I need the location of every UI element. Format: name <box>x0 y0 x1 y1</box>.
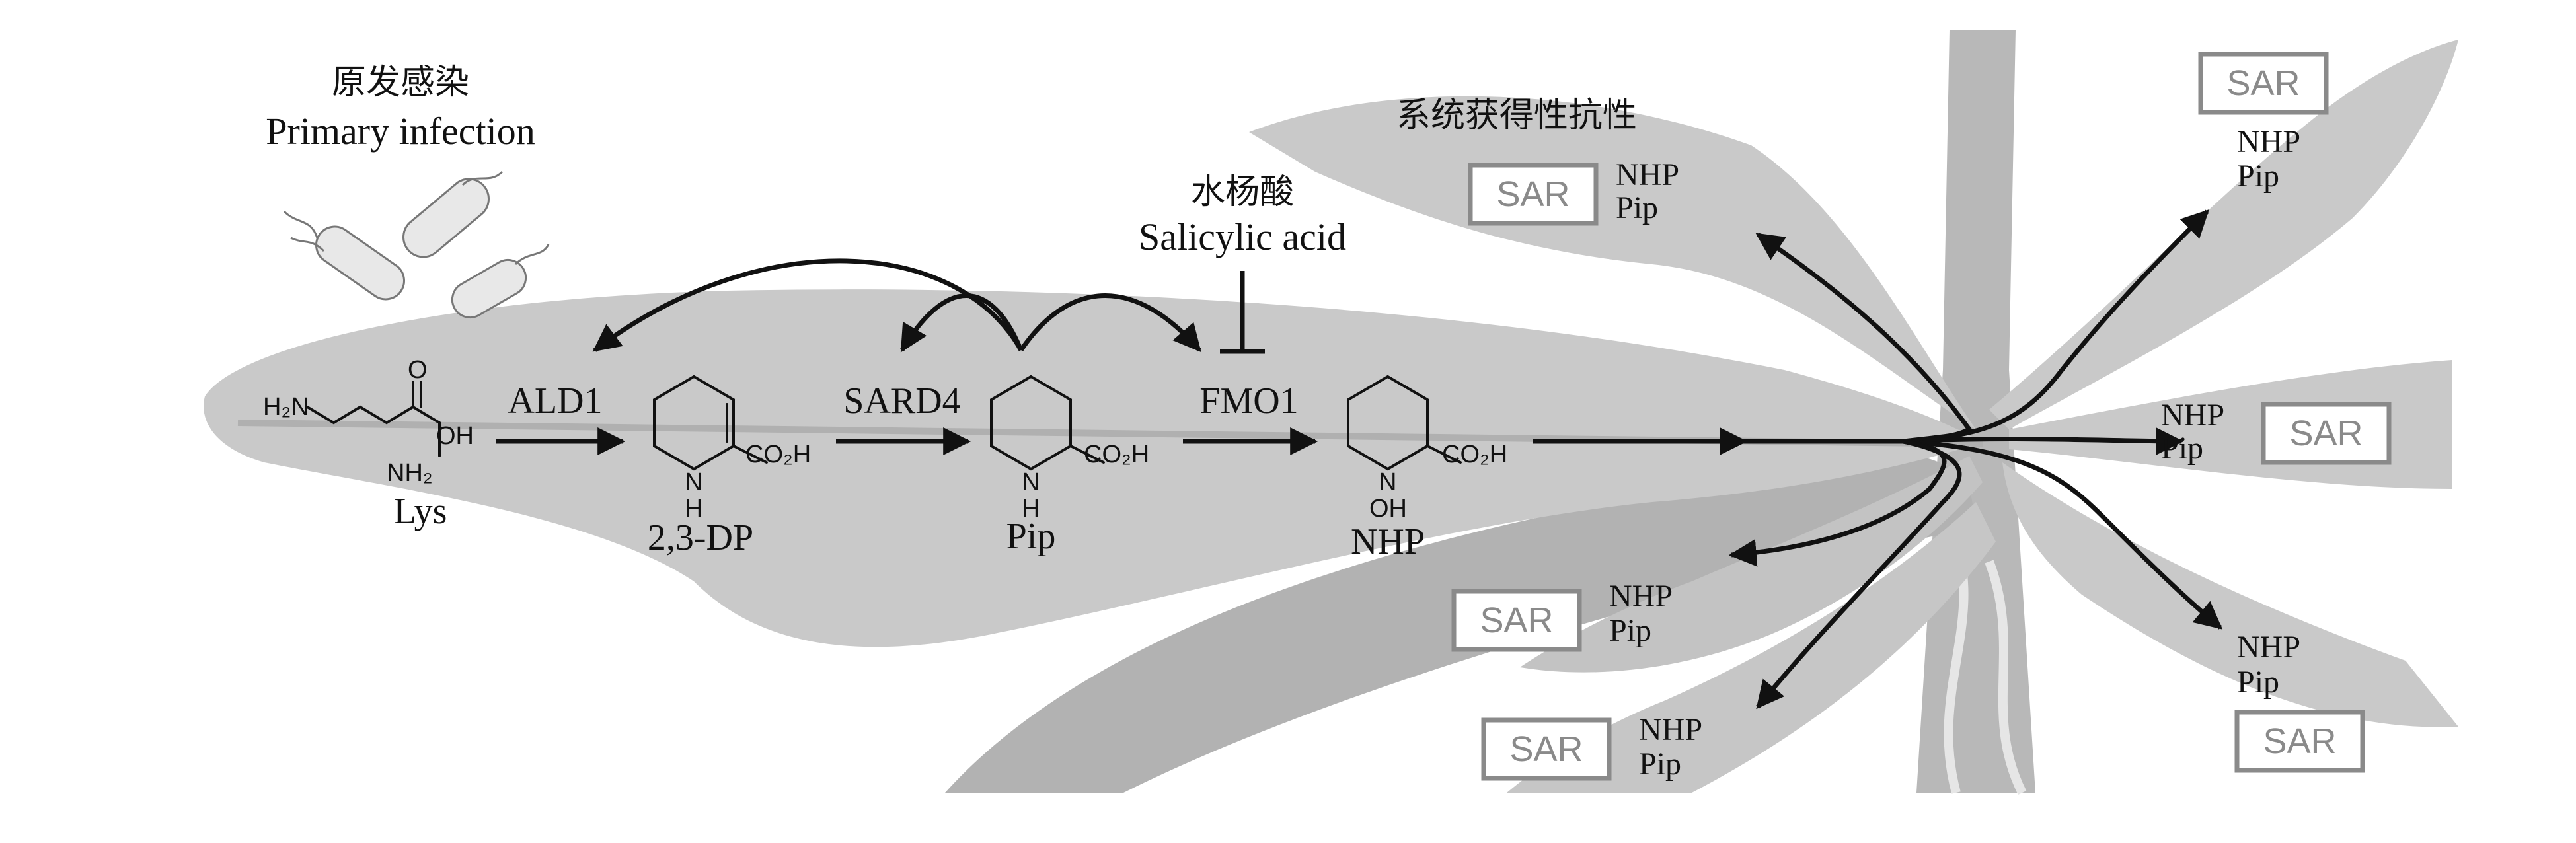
svg-text:NHP: NHP <box>1616 157 1679 192</box>
svg-text:Pip: Pip <box>1616 190 1658 225</box>
sar-leaf-top-right: SAR NHP Pip <box>2198 52 2329 194</box>
leaf-bottom-left <box>1507 502 1996 793</box>
svg-text:OH: OH <box>1369 495 1407 523</box>
lys-structure: H₂N O OH NH₂ Lys <box>263 356 474 532</box>
sar-leaf-lower-middle: SAR NHP Pip <box>1451 579 1673 652</box>
primary-infection-zh: 原发感染 <box>332 63 469 102</box>
bacterium-icon <box>315 225 406 301</box>
sard4-label: SARD4 <box>843 381 960 422</box>
svg-text:Pip: Pip <box>2237 665 2279 700</box>
bacterium-icon <box>402 178 490 258</box>
sar-box <box>1468 163 1599 226</box>
flagella-icon <box>283 170 550 266</box>
plant-stem <box>1916 30 2035 793</box>
fmo1-label: FMO1 <box>1199 381 1298 422</box>
svg-text:N: N <box>1379 468 1396 496</box>
sar-box <box>1481 717 1612 781</box>
svg-text:NHP: NHP <box>2237 124 2300 159</box>
bacterium-icon <box>451 259 527 318</box>
leaf-upper-left <box>1249 96 1976 430</box>
sa-inhibition-mark <box>1220 271 1265 354</box>
sar-leaf-bottom: SAR NHP Pip <box>1481 712 1702 782</box>
svg-text:Pip: Pip <box>1639 747 1681 782</box>
sar-leaf-right: NHP Pip SAR <box>2161 398 2392 466</box>
svg-text:SAR: SAR <box>2263 721 2336 761</box>
svg-text:Pip: Pip <box>2237 159 2279 194</box>
dp-structure: CO₂H N H 2,3-DP <box>648 375 811 558</box>
svg-text:NHP: NHP <box>1609 579 1673 614</box>
sar-leaf-lower-right: NHP Pip SAR <box>2234 630 2365 773</box>
sar-box <box>2234 710 2365 773</box>
svg-text:NHP: NHP <box>1639 712 1702 747</box>
feedback-arrow-to-ald1 <box>592 258 1024 352</box>
svg-text:CO₂H: CO₂H <box>1084 441 1149 468</box>
svg-text:N: N <box>685 468 702 496</box>
primary-leaf <box>204 289 1983 647</box>
sar-box <box>2198 52 2329 115</box>
leaf-upper-right <box>1989 40 2458 429</box>
svg-text:SAR: SAR <box>1509 729 1583 769</box>
svg-text:Pip: Pip <box>1609 613 1651 648</box>
nhp-structure: CO₂H N OH NHP <box>1347 375 1507 562</box>
ald1-label: ALD1 <box>508 381 602 422</box>
bacteria-illustration <box>283 170 550 318</box>
sar-leaf-upper-left: SAR NHP Pip <box>1468 157 1679 226</box>
svg-text:CO₂H: CO₂H <box>745 441 811 468</box>
pip-structure: CO₂H N H Pip <box>990 375 1149 557</box>
primary-infection-en: Primary infection <box>266 110 535 153</box>
svg-text:O: O <box>408 356 428 384</box>
svg-text:SAR: SAR <box>1480 601 1553 640</box>
svg-text:NH₂: NH₂ <box>387 459 433 487</box>
dp-label: 2,3-DP <box>648 517 753 558</box>
svg-text:SAR: SAR <box>2289 414 2363 453</box>
svg-text:NHP: NHP <box>2237 630 2300 665</box>
feedback-arrow-to-fmo1 <box>1019 293 1201 353</box>
svg-text:H: H <box>1022 495 1040 523</box>
svg-text:NHP: NHP <box>2161 398 2224 433</box>
svg-text:SAR: SAR <box>1496 174 1570 214</box>
leaf-lower-right <box>2002 462 2458 727</box>
salicylic-acid-en: Salicylic acid <box>1139 215 1346 258</box>
sar-box <box>1451 589 1582 652</box>
svg-text:SAR: SAR <box>2226 63 2300 103</box>
svg-text:CO₂H: CO₂H <box>1442 441 1507 468</box>
lys-label: Lys <box>394 491 447 532</box>
distribution-arrows <box>1728 209 2223 710</box>
pip-label: Pip <box>1006 516 1056 557</box>
svg-text:H: H <box>685 495 702 523</box>
svg-text:Pip: Pip <box>2161 431 2203 466</box>
sar-heading-zh: 系统获得性抗性 <box>1396 96 1637 135</box>
feedback-arrow-to-sard4 <box>899 293 1024 353</box>
svg-text:H₂N: H₂N <box>263 393 309 421</box>
salicylic-acid-zh: 水杨酸 <box>1191 172 1294 212</box>
svg-text:OH: OH <box>436 422 474 450</box>
svg-text:N: N <box>1022 468 1040 496</box>
nhp-label: NHP <box>1351 521 1425 562</box>
sar-box <box>2261 402 2392 465</box>
